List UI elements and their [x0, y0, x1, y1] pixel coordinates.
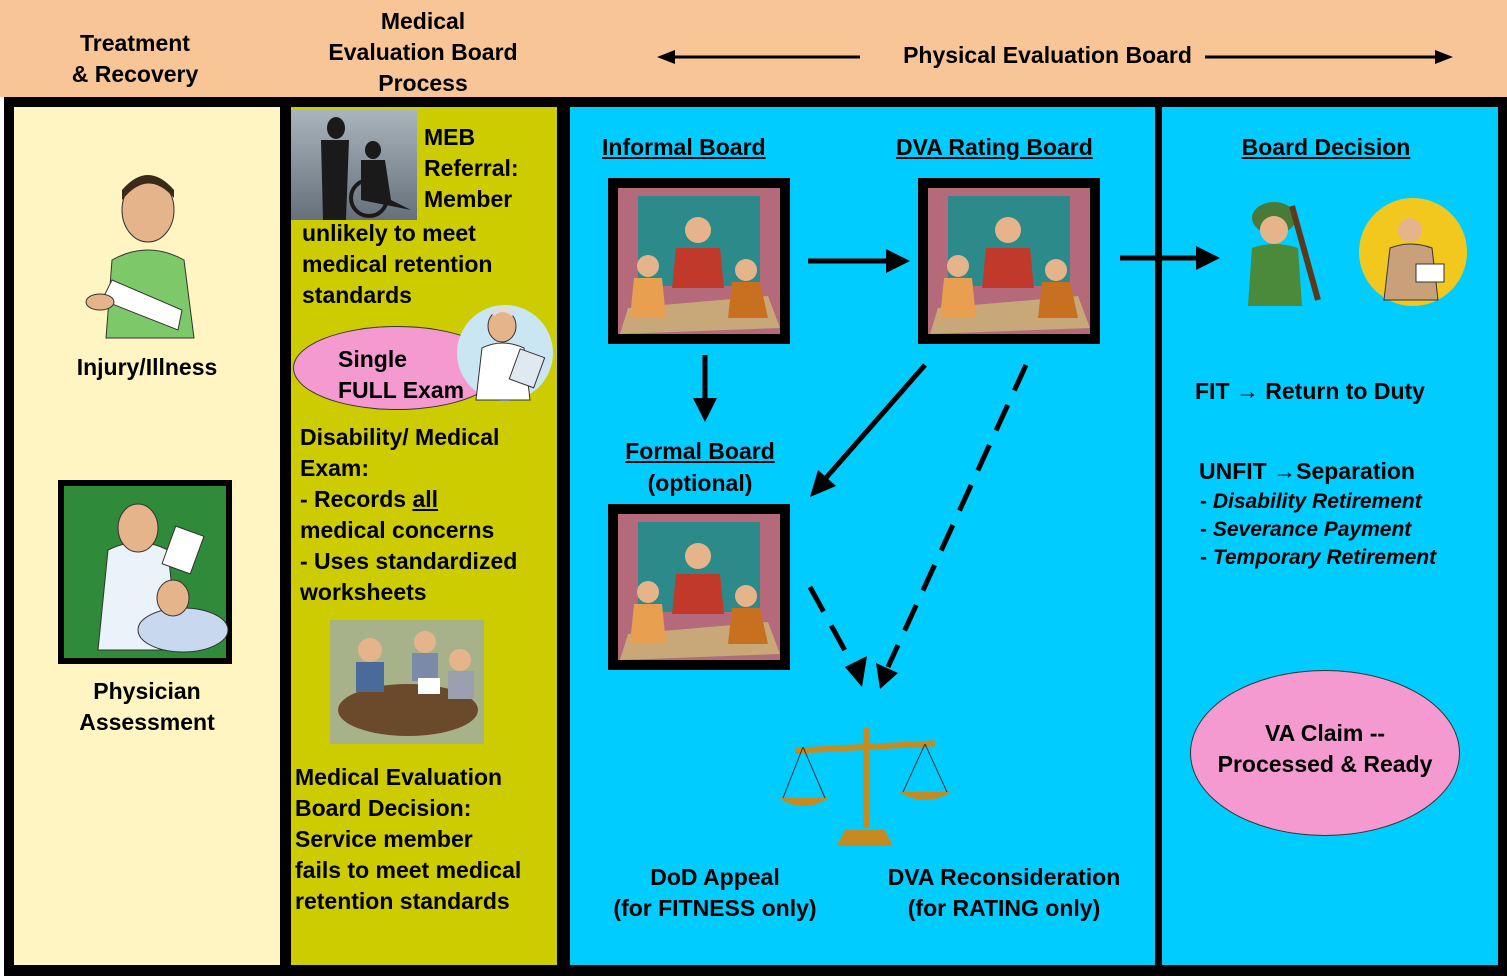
wheelchair-silhouette-icon — [291, 110, 417, 220]
board-meeting-icon — [918, 178, 1100, 344]
injured-man-icon — [85, 175, 195, 339]
doctor-with-patient-icon — [58, 480, 232, 664]
formal-board-label: Formal Board — [625, 438, 775, 464]
dva-rating-board-label: DVA Rating Board — [896, 134, 1093, 160]
fit-return-text: FIT → Return to Duty — [1195, 378, 1425, 404]
informal-board-label: Informal Board — [602, 134, 766, 160]
board-meeting-icon — [608, 178, 790, 344]
doctor-clipboard-icon — [457, 305, 553, 401]
board-decision-label: Board Decision — [1241, 134, 1411, 160]
va-claim-ellipse — [1190, 670, 1460, 836]
list-item: - Temporary Retirement — [1200, 546, 1437, 569]
list-item: - Disability Retirement — [1200, 490, 1422, 513]
scales-of-justice-icon — [779, 728, 951, 846]
meeting-icon — [330, 620, 484, 744]
flow-arrows — [693, 246, 1220, 689]
businessman-icon — [1359, 198, 1467, 306]
va-claim-text: VA Claim --Processed & Ready — [1217, 720, 1433, 777]
unfit-separation-text: UNFIT →Separation — [1199, 458, 1415, 484]
soldier-icon — [1248, 202, 1321, 306]
dod-appeal-label: DoD Appeal(for FITNESS only) — [613, 864, 817, 921]
unfit-outcomes-list: - Disability Retirement - Severance Paym… — [1200, 488, 1436, 572]
header-peb: Physical Evaluation Board — [903, 42, 1192, 68]
injury-label: Injury/Illness — [76, 354, 218, 380]
column-meb — [291, 107, 557, 965]
list-item: - Severance Payment — [1200, 518, 1412, 541]
dva-reconsideration-label: DVA Reconsideration(for RATING only) — [887, 864, 1121, 921]
header-double-arrow — [657, 50, 1453, 64]
header-treatment: Treatment& Recovery — [71, 30, 199, 87]
header-bar — [0, 0, 1507, 97]
formal-board-sub: (optional) — [647, 470, 753, 496]
board-meeting-icon — [608, 504, 790, 670]
